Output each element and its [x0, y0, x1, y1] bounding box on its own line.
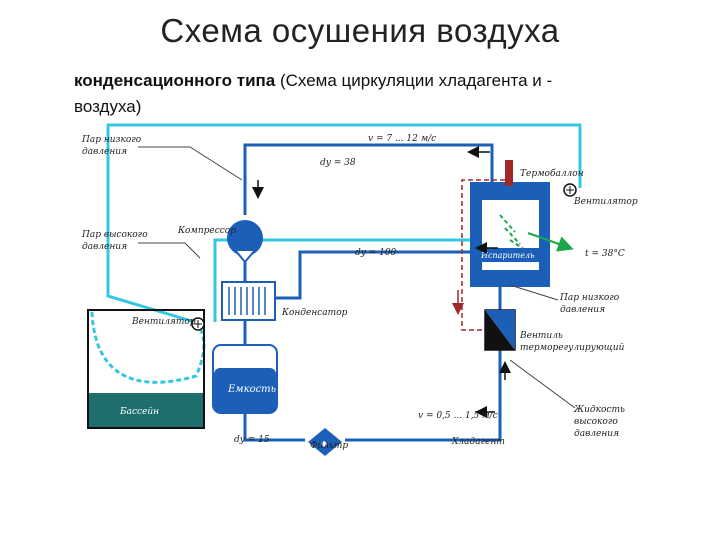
label-fan-left: Вентилятор [131, 317, 196, 327]
leader-lines [138, 146, 576, 409]
pool-box: Бассейн [87, 309, 205, 429]
label-fan-right: Вентилятор [573, 197, 638, 207]
condenser [221, 281, 276, 321]
label-high-vapor-1: Пар высокого [81, 230, 148, 240]
label-condenser: Конденсатор [281, 308, 348, 318]
label-low-vapor-right-1: Пар низкого [559, 293, 620, 303]
label-v-bottom: v = 0,5 ... 1,5 м/с [418, 411, 498, 421]
subtitle-rest-2: воздуха) [74, 97, 142, 116]
slide-title: Схема осушения воздуха [160, 12, 560, 49]
compressor [227, 220, 263, 264]
evaporator: Испаритель [470, 182, 550, 287]
label-temp: t = 38°C [585, 249, 625, 259]
label-compressor: Компрессор [177, 226, 236, 236]
label-liquid-1: Жидкость [573, 405, 625, 415]
label-low-vapor-right-2: давления [560, 305, 605, 315]
label-liquid-3: давления [574, 429, 619, 439]
label-valve-2: терморегулирующий [520, 343, 625, 353]
receiver-tank: Емкость [212, 344, 278, 414]
thermobulb-line [452, 160, 513, 331]
fan-left-icon [191, 317, 205, 331]
label-thermobulb: Термобаллон [520, 168, 584, 179]
svg-text:◆: ◆ [321, 439, 328, 448]
label-filter: Фильтр [310, 441, 348, 451]
receiver-label: Емкость [227, 384, 276, 395]
label-dy-100: dy = 100 [355, 248, 397, 258]
pool-label: Бассейн [119, 407, 159, 417]
filter: ◆ [308, 428, 342, 456]
label-low-vapor-left-2: давления [82, 147, 127, 157]
label-low-vapor-left-1: Пар низкого [81, 135, 142, 145]
fan-right-icon [563, 183, 577, 197]
flow-arrows [252, 146, 511, 418]
air-out-arrow [527, 232, 574, 252]
refrigerant-pipe [243, 143, 502, 442]
label-valve-1: Вентиль [519, 331, 563, 341]
subtitle-bold: конденсационного типа [74, 71, 276, 90]
slide-subtitle: конденсационного типа (Схема циркуляции … [74, 68, 674, 120]
evaporator-label: Испаритель [480, 251, 534, 260]
label-v-top: v = 7 ... 12 м/с [368, 134, 436, 144]
label-dy-15: dy = 15 [234, 435, 270, 445]
label-liquid-2: высокого [574, 417, 618, 427]
label-refrigerant: Хладагент [451, 437, 505, 447]
label-dy-38: dy = 38 [320, 158, 356, 168]
expansion-valve [484, 309, 516, 351]
subtitle-rest-1: (Схема циркуляции хладагента и - [279, 71, 553, 90]
label-high-vapor-2: давления [82, 242, 127, 252]
